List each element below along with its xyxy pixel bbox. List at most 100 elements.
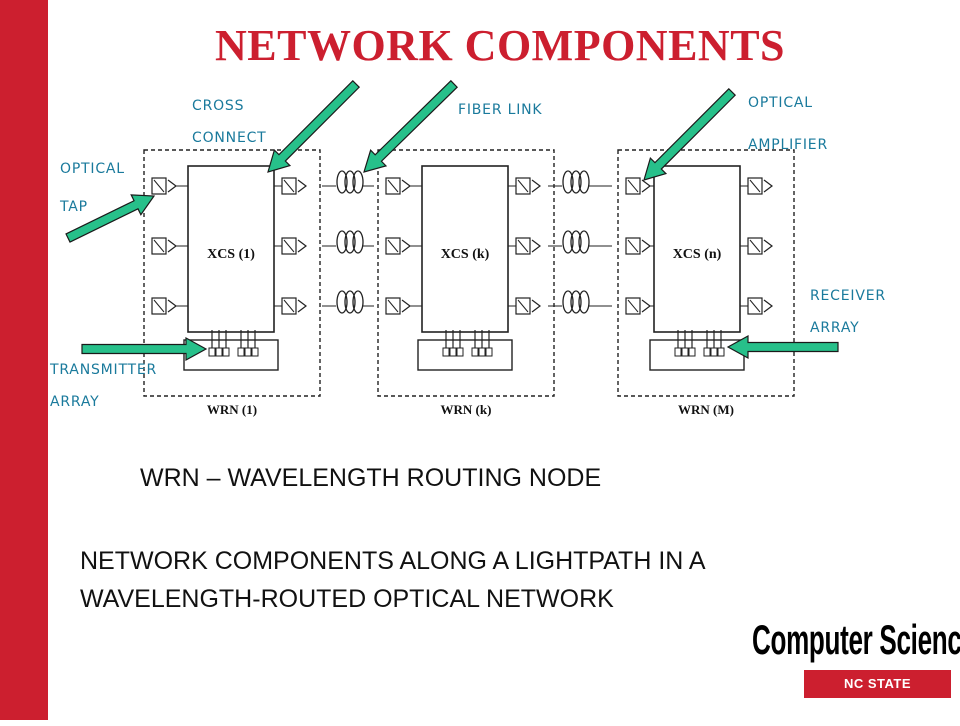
amplifier-triangle [401, 299, 411, 313]
logo-university-bar: NC STATE UNIVERSITY [804, 670, 951, 719]
optical-tap-label: OPTICAL TAP [60, 150, 125, 226]
transceiver-element [215, 347, 223, 357]
wrn-definition: WRN – WAVELENGTH ROUTING NODE [140, 464, 602, 492]
receiver-array-label: RECEIVER ARRAY [810, 280, 886, 344]
xcs-label: XCS (1) [207, 247, 255, 262]
transceiver-element [674, 347, 682, 357]
transceiver-element [478, 347, 486, 357]
fiber-coil [548, 170, 612, 194]
optical-tap-label-line1: OPTICAL [60, 161, 125, 177]
slide-title: NETWORK COMPONENTS [214, 21, 786, 70]
port-switch-line [627, 239, 639, 253]
transceiver-array-box [183, 339, 279, 371]
transceiver-array-box [417, 339, 513, 371]
arrow-receiver-array-icon [726, 334, 839, 360]
wrn-node-border [617, 149, 795, 397]
optical-tap-label-line2: TAP [60, 199, 88, 215]
optical-amplifier-label: OPTICAL AMPLIFIER [748, 82, 828, 166]
caption-line2: WAVELENGTH-ROUTED OPTICAL NETWORK [80, 585, 614, 613]
fiber-loop [336, 290, 348, 314]
optical-amplifier-label-line1: OPTICAL [748, 95, 813, 111]
port-switch-line [387, 179, 399, 193]
amplifier-triangle [167, 239, 177, 253]
xcs-box [653, 165, 741, 333]
amplifier-triangle [641, 179, 651, 193]
wrn-node-border [377, 149, 555, 397]
port-switch-line [749, 299, 761, 313]
transceiver-element [244, 347, 252, 357]
transceiver-element [485, 347, 493, 357]
port-switch-line [387, 239, 399, 253]
transceiver-element [456, 347, 464, 357]
amplifier-triangle [297, 299, 307, 313]
port-switch-line [517, 239, 529, 253]
fiber-link-label: FIBER LINK [458, 94, 542, 126]
fiber-loop [578, 230, 590, 254]
wrn-node: XCS (n)WRN (M) [617, 149, 795, 417]
fiber-loop [562, 170, 574, 194]
fiber-loop [344, 230, 356, 254]
amplifier-triangle [167, 179, 177, 193]
xcs-box [421, 165, 509, 333]
amplifier-triangle [531, 239, 541, 253]
fiber-coil [548, 230, 612, 254]
caption: NETWORK COMPONENTS ALONG A LIGHTPATH IN … [80, 542, 706, 618]
fiber-loop [344, 290, 356, 314]
transceiver-element [471, 347, 479, 357]
port-switch-line [749, 179, 761, 193]
transmitter-array-label-line2: ARRAY [50, 394, 100, 410]
receiver-array-label-line1: RECEIVER [810, 288, 886, 304]
amplifier-triangle [167, 299, 177, 313]
fiber-loop [352, 170, 364, 194]
left-accent-bar [0, 0, 48, 720]
fiber-coil [322, 230, 374, 254]
amplifier-triangle [297, 239, 307, 253]
cross-connect-label: CROSS CONNECT [192, 90, 267, 154]
transmitter-array-label: TRANSMITTER ARRAY [50, 354, 157, 418]
port-switch-line [283, 239, 295, 253]
wrn-label: WRN (k) [441, 402, 492, 417]
port-switch-line [517, 179, 529, 193]
transceiver-element [222, 347, 230, 357]
transceiver-element [449, 347, 457, 357]
port-switch-line [153, 299, 165, 313]
cross-connect-label-line1: CROSS [192, 98, 245, 114]
amplifier-triangle [401, 179, 411, 193]
arrow-fiber-link-icon [363, 79, 458, 173]
logo-wordmark: Computer Science [752, 616, 960, 663]
transceiver-element [710, 347, 718, 357]
transceiver-element [251, 347, 259, 357]
amplifier-triangle [297, 179, 307, 193]
xcs-box [187, 165, 275, 333]
transceiver-element [688, 347, 696, 357]
transceiver-array-box [649, 339, 745, 371]
arrow-cross-connect-icon [267, 79, 361, 173]
amplifier-triangle [531, 299, 541, 313]
receiver-array-label-line2: ARRAY [810, 320, 860, 336]
wrn-node: XCS (k)WRN (k) [377, 149, 555, 417]
transmitter-array-label-line1: TRANSMITTER [50, 362, 158, 378]
arrow-optical-amplifier-icon [643, 87, 737, 181]
amplifier-triangle [641, 239, 651, 253]
arrow-transmitter-array-icon [81, 336, 208, 362]
fiber-loop [570, 290, 582, 314]
xcs-label: XCS (n) [673, 247, 722, 262]
port-switch-line [283, 299, 295, 313]
amplifier-triangle [401, 239, 411, 253]
port-switch-line [153, 239, 165, 253]
amplifier-triangle [641, 299, 651, 313]
port-switch-line [627, 299, 639, 313]
port-switch-line [387, 299, 399, 313]
transceiver-element [208, 347, 216, 357]
transceiver-element [237, 347, 245, 357]
fiber-coil [548, 290, 612, 314]
fiber-loop [578, 290, 590, 314]
transceiver-element [681, 347, 689, 357]
fiber-loop [336, 230, 348, 254]
cross-connect-label-line2: CONNECT [192, 130, 267, 146]
fiber-loop [336, 170, 348, 194]
wrn-node-border [143, 149, 321, 397]
wrn-label: WRN (1) [207, 402, 257, 417]
port-switch-line [749, 239, 761, 253]
